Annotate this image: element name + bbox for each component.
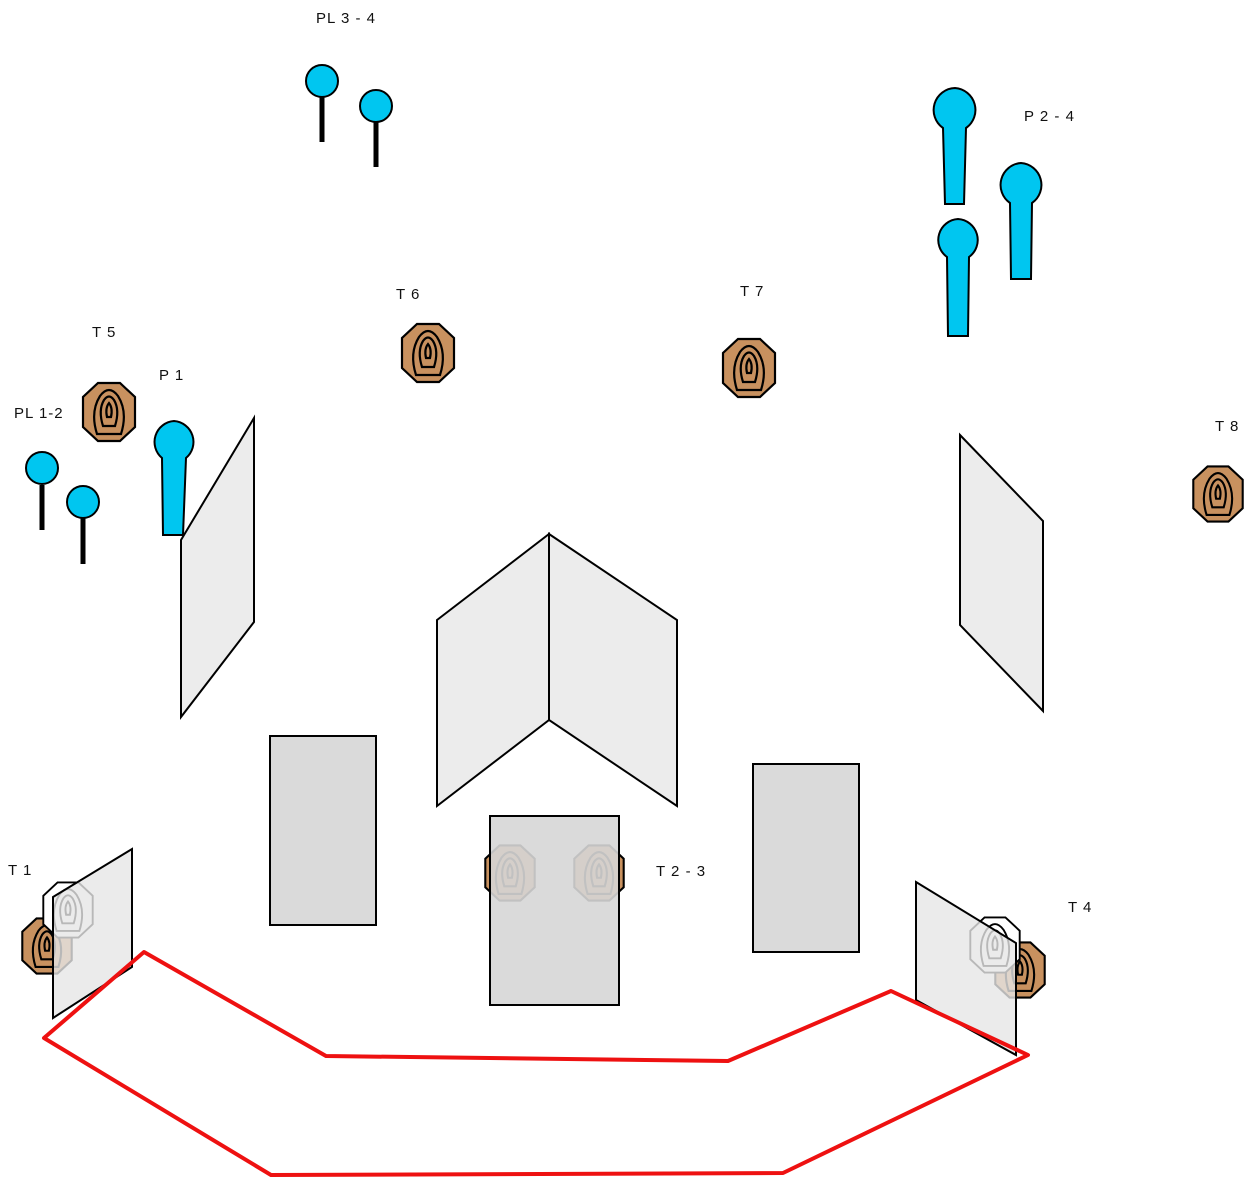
wall-right bbox=[959, 432, 1044, 714]
popper-p4 bbox=[937, 217, 979, 337]
barrel-center bbox=[489, 815, 620, 1006]
shooting-area-boundary bbox=[42, 950, 1030, 1177]
target-t7 bbox=[721, 337, 777, 399]
label-t6: T 6 bbox=[396, 286, 420, 303]
barrel-left bbox=[269, 735, 377, 926]
label-t8: T 8 bbox=[1215, 418, 1239, 435]
wall-center-left bbox=[436, 531, 550, 809]
target-t8 bbox=[1192, 465, 1244, 523]
plate-pl4 bbox=[359, 89, 393, 167]
popper-p1 bbox=[153, 419, 195, 536]
plate-pl1 bbox=[25, 451, 59, 530]
label-pl-1-2: PL 1-2 bbox=[14, 405, 64, 422]
target-t5 bbox=[81, 381, 137, 443]
wall-left bbox=[180, 414, 255, 720]
wall-center-right bbox=[548, 532, 678, 808]
popper-p2 bbox=[932, 86, 977, 205]
popper-p3 bbox=[999, 161, 1043, 280]
label-pl-3-4: PL 3 - 4 bbox=[316, 10, 376, 27]
label-p1: P 1 bbox=[159, 367, 184, 384]
barrel-right bbox=[752, 763, 860, 953]
label-t4: T 4 bbox=[1068, 899, 1092, 916]
label-t1: T 1 bbox=[8, 862, 32, 879]
label-t7: T 7 bbox=[740, 283, 764, 300]
label-t5: T 5 bbox=[92, 324, 116, 341]
target-t6 bbox=[400, 322, 456, 384]
wall-t4 bbox=[915, 880, 1017, 1057]
plate-pl2 bbox=[66, 485, 100, 564]
plate-pl3 bbox=[305, 64, 339, 142]
label-t2-3: T 2 - 3 bbox=[656, 863, 706, 880]
wall-t1 bbox=[52, 847, 133, 1020]
label-p-2-4: P 2 - 4 bbox=[1024, 108, 1075, 125]
